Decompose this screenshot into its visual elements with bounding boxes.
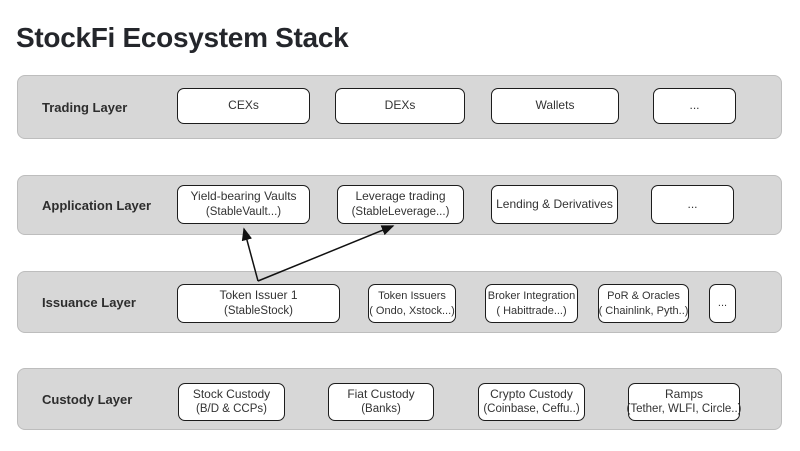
node-label: Lending & Derivatives bbox=[496, 196, 613, 211]
node-label: Wallets bbox=[535, 98, 575, 113]
node-broker-integration: Broker Integration ( Habittrade...) bbox=[485, 284, 578, 323]
node-label: DEXs bbox=[384, 98, 416, 113]
node-ramps: Ramps (Tether, WLFI, Circle..) bbox=[626, 383, 742, 421]
node-sublabel: (Coinbase, Ceffu..) bbox=[483, 403, 580, 416]
node-label: Crypto Custody bbox=[490, 386, 573, 401]
layer-label-application: Application Layer bbox=[42, 197, 152, 213]
node-sublabel: (Tether, WLFI, Circle..) bbox=[626, 403, 742, 416]
layer-label-custody: Custody Layer bbox=[42, 391, 133, 407]
node-label: ... bbox=[689, 98, 700, 113]
node-application-more: ... bbox=[651, 185, 734, 224]
node-leverage-trading: Leverage trading (StableLeverage...) bbox=[337, 185, 464, 224]
node-label: Stock Custody bbox=[192, 386, 271, 401]
node-token-issuer-1: Token Issuer 1 (StableStock) bbox=[177, 284, 340, 323]
node-sublabel: (StableVault...) bbox=[205, 205, 282, 218]
node-sublabel: ( Ondo, Xstock...) bbox=[369, 304, 455, 317]
node-wallets: Wallets bbox=[491, 88, 619, 124]
node-por-oracles: PoR & Oracles ( Chainlink, Pyth..) bbox=[598, 284, 689, 323]
node-label: Leverage trading bbox=[355, 189, 446, 204]
layer-band-custody: Custody Layer Stock Custody (B/D & CCPs)… bbox=[17, 368, 782, 430]
node-label: PoR & Oracles bbox=[607, 290, 680, 303]
node-token-issuers: Token Issuers ( Ondo, Xstock...) bbox=[368, 284, 456, 323]
node-label: Broker Integration bbox=[487, 290, 576, 303]
node-sublabel: (StableLeverage...) bbox=[351, 205, 450, 218]
node-issuance-more: ... bbox=[709, 284, 736, 323]
node-crypto-custody: Crypto Custody (Coinbase, Ceffu..) bbox=[478, 383, 585, 421]
node-label: Token Issuers bbox=[378, 290, 446, 303]
layer-band-application: Application Layer Yield-bearing Vaults (… bbox=[17, 175, 782, 235]
node-label: CEXs bbox=[228, 98, 259, 113]
node-sublabel: (StableStock) bbox=[223, 304, 294, 317]
node-trading-more: ... bbox=[653, 88, 736, 124]
node-label: Token Issuer 1 bbox=[219, 288, 298, 303]
node-cexs: CEXs bbox=[177, 88, 310, 124]
node-label: ... bbox=[687, 196, 698, 211]
node-fiat-custody: Fiat Custody (Banks) bbox=[328, 383, 434, 421]
node-stock-custody: Stock Custody (B/D & CCPs) bbox=[178, 383, 285, 421]
node-label: Ramps bbox=[664, 386, 703, 401]
node-label: Fiat Custody bbox=[347, 386, 415, 401]
node-sublabel: ( Habittrade...) bbox=[496, 304, 567, 317]
node-label: Yield-bearing Vaults bbox=[190, 189, 297, 204]
layer-label-trading: Trading Layer bbox=[42, 99, 128, 115]
layer-label-issuance: Issuance Layer bbox=[42, 294, 136, 310]
node-label: ... bbox=[717, 297, 728, 310]
node-sublabel: (Banks) bbox=[361, 403, 401, 416]
node-sublabel: ( Chainlink, Pyth..) bbox=[598, 304, 689, 317]
node-sublabel: (B/D & CCPs) bbox=[196, 403, 267, 416]
node-lending-derivatives: Lending & Derivatives bbox=[491, 185, 618, 224]
node-dexs: DEXs bbox=[335, 88, 465, 124]
page-title: StockFi Ecosystem Stack bbox=[16, 22, 349, 53]
layer-band-trading: Trading Layer CEXs DEXs Wallets ... bbox=[17, 75, 782, 139]
layer-band-issuance: Issuance Layer Token Issuer 1 (StableSto… bbox=[17, 271, 782, 333]
node-yield-bearing-vaults: Yield-bearing Vaults (StableVault...) bbox=[177, 185, 310, 224]
